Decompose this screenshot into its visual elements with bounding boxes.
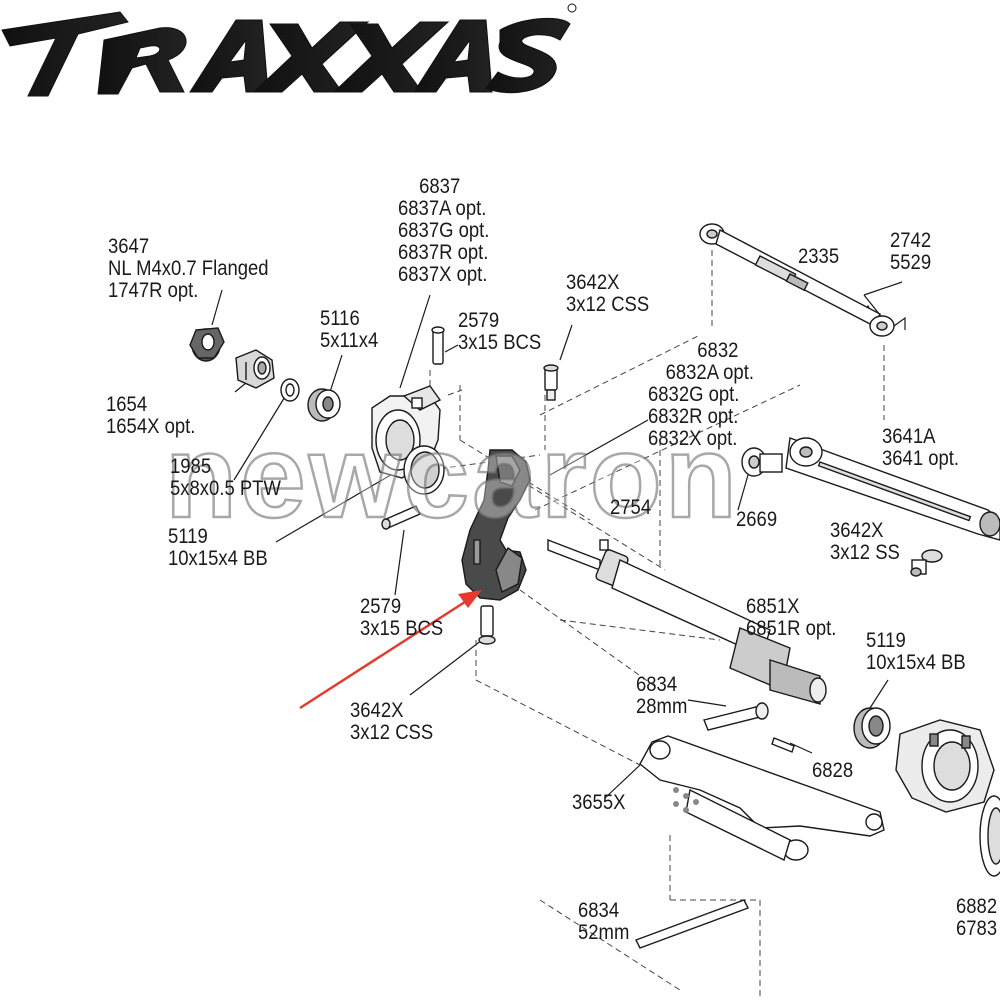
leader-2579a [444, 344, 459, 353]
pin-28mm-part [703, 702, 769, 731]
dash-horz-a [559, 619, 721, 641]
leader-3642c [409, 639, 483, 696]
label-6828: 6828 [812, 759, 854, 782]
leader-5116 [329, 354, 343, 393]
dash-diag-3 [519, 479, 666, 571]
leader-3642a [559, 324, 573, 361]
leader-6834a [687, 699, 727, 707]
screw-6828-part [771, 737, 795, 753]
pointer-arrow [299, 590, 482, 710]
label-2669: 2669 [736, 508, 778, 531]
washer-part [280, 378, 300, 402]
pin-52mm-part [635, 899, 749, 949]
leader-2669 [737, 474, 749, 511]
traxxas-logo [1, 3, 577, 97]
bushing-part [741, 447, 783, 477]
set-screw-part [910, 549, 943, 577]
leader-6837 [399, 294, 431, 389]
suspension-link-part [785, 437, 1000, 541]
caster-block-part [461, 449, 531, 601]
dash-diag-5 [475, 679, 641, 766]
flanged-nut-part [189, 327, 225, 362]
driveshaft-part [547, 538, 827, 705]
screw-top-part [543, 364, 559, 401]
dash-axle [459, 439, 591, 521]
label-2335: 2335 [798, 245, 840, 268]
watermark-text: newcaron [164, 411, 740, 543]
leader-1985 [233, 394, 287, 481]
pin-top-part [431, 326, 445, 365]
leader-3647 [211, 289, 223, 326]
pin-bottom-part [381, 505, 421, 530]
leader-6828 [789, 742, 813, 754]
tie-rod-part [699, 223, 895, 337]
bearing-5119-part [853, 707, 891, 749]
lower-arm-part [639, 735, 885, 861]
leader-3655 [604, 764, 641, 799]
leader-2742 [863, 281, 903, 296]
leader-5119b [869, 679, 889, 709]
leader-2579b [394, 529, 405, 596]
arrowhead-2742b [893, 316, 906, 330]
dash-diag-6 [539, 899, 681, 991]
steering-block-part [371, 385, 445, 495]
dash-vert-b [447, 389, 463, 396]
dash-diag-2 [534, 384, 801, 511]
screw-bottom-part [478, 605, 496, 645]
dash-diag-4 [519, 589, 661, 691]
differential-part [895, 719, 1000, 877]
label-3655x: 3655X [572, 791, 626, 814]
bearing-5116-part [307, 388, 341, 422]
label-2754: 2754 [610, 496, 652, 519]
hex-hub-part [235, 349, 275, 389]
leader-6832 [549, 419, 649, 476]
